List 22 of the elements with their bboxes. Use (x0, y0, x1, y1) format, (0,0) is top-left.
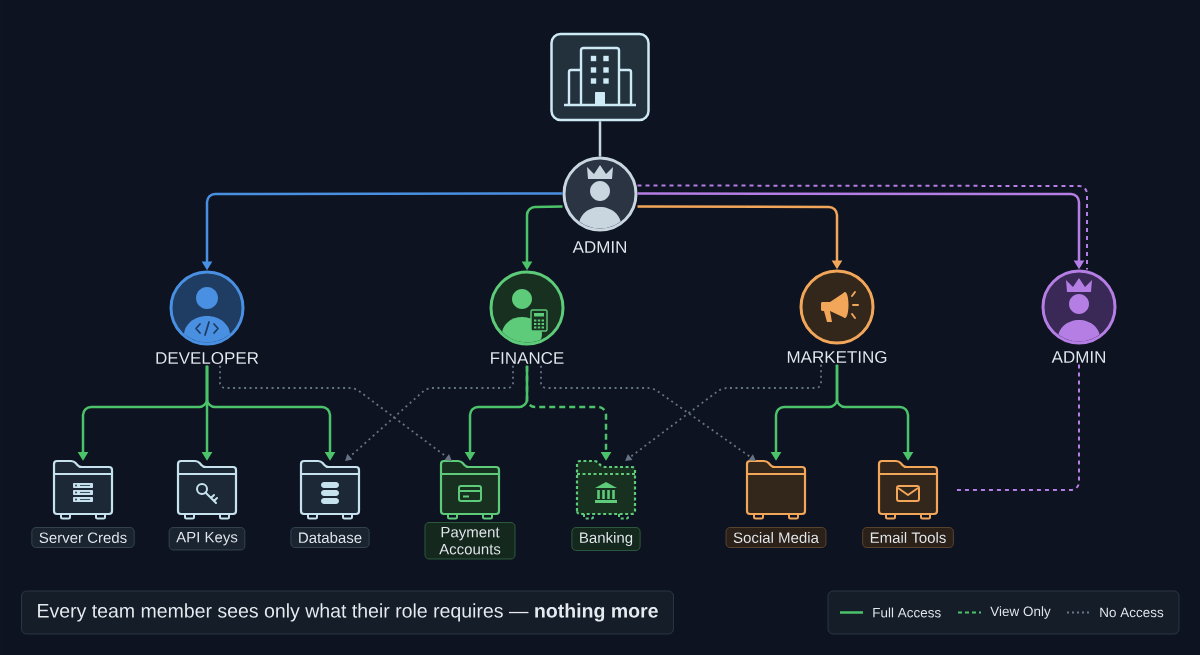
line (598, 121, 602, 157)
dotted-arrow (345, 364, 514, 461)
legend-label: View Only (990, 606, 1051, 619)
legend-label: Full Access (873, 607, 941, 618)
legend-label: No Access (1100, 607, 1164, 618)
name-tag: Email Tools (862, 527, 954, 548)
dotted-arrow (625, 363, 822, 461)
dotted-arrow (540, 364, 756, 461)
building-icon (550, 32, 650, 122)
name-tag: Payment Accounts (424, 522, 516, 560)
dotted-arrow (219, 364, 452, 461)
role-label: ADMIN (572, 241, 626, 253)
name-tag: Database (290, 527, 370, 548)
name-tag: Server Creds (31, 527, 135, 548)
name-tag: API Keys (168, 527, 246, 551)
role-label: ADMIN (1051, 351, 1105, 363)
role-label: DEVELOPER (156, 351, 259, 364)
note-banner: Every team member sees only what their role requires — nothing more (21, 590, 674, 635)
name-tag: Social Media (725, 527, 827, 548)
role-label: MARKETING (787, 350, 887, 363)
name-tag: Banking (571, 527, 641, 551)
role-label: FINANCE (491, 351, 564, 364)
